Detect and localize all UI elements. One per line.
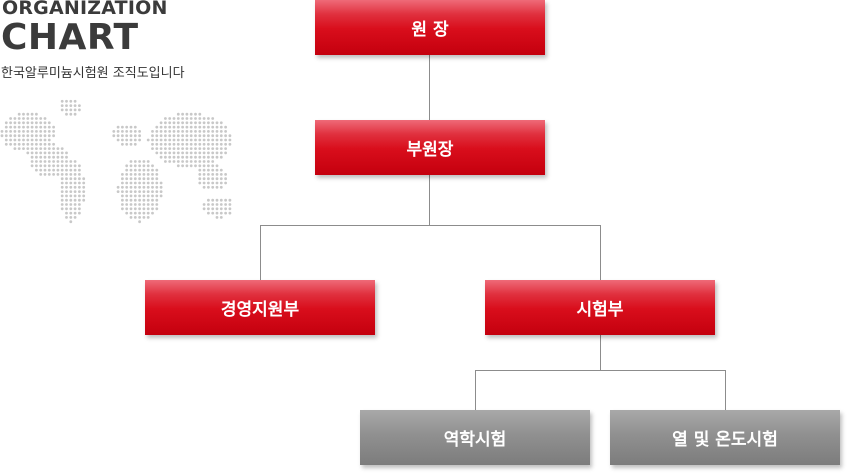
connector-vice-branch: [429, 175, 430, 226]
node-vice-director-label: 부원장: [406, 140, 454, 160]
header-organization-text: ORGANIZATION: [2, 0, 168, 19]
connector-branch-horizontal: [260, 225, 601, 226]
node-thermal-test[interactable]: 열 및 온도시험: [610, 410, 840, 465]
node-testing-department-label: 시험부: [576, 300, 624, 320]
header-chart-title: CHART: [1, 17, 139, 58]
node-management-support-label: 경영지원부: [220, 300, 300, 320]
node-thermal-test-label: 열 및 온도시험: [672, 430, 778, 450]
world-map-dot-icon: [0, 99, 232, 224]
node-director[interactable]: 원 장: [315, 0, 545, 55]
connector-to-mechanical: [475, 370, 476, 410]
connector-sub-horizontal: [475, 370, 726, 371]
connector-to-management: [260, 225, 261, 281]
connector-to-thermal: [725, 370, 726, 410]
node-testing-department[interactable]: 시험부: [485, 280, 715, 335]
node-vice-director[interactable]: 부원장: [315, 120, 545, 175]
node-director-label: 원 장: [411, 20, 449, 40]
connector-director-vice: [429, 55, 430, 121]
connector-to-testing: [600, 225, 601, 281]
node-management-support[interactable]: 경영지원부: [145, 280, 375, 335]
node-mechanical-test[interactable]: 역학시험: [360, 410, 590, 465]
node-mechanical-test-label: 역학시험: [443, 430, 507, 450]
connector-testing-sub: [600, 335, 601, 371]
header-subtitle: 한국알루미늄시험원 조직도입니다: [1, 66, 185, 81]
